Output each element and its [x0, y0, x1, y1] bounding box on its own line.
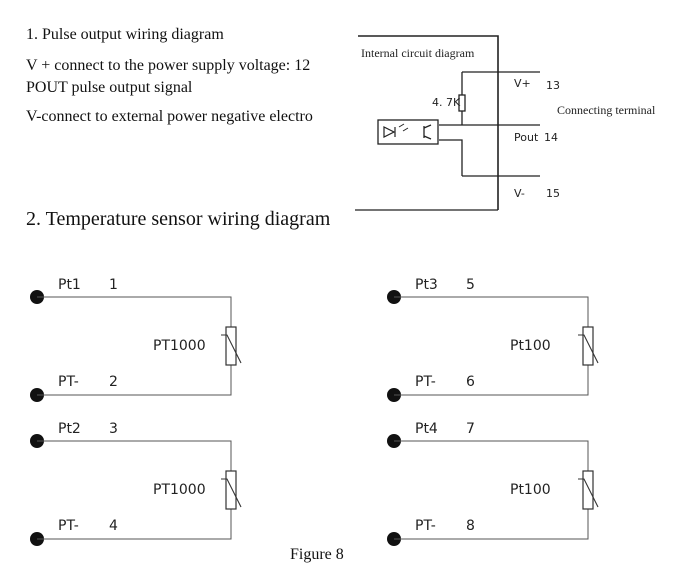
sensor-type-label: Pt100	[510, 482, 551, 498]
terminal-pout-number: 14	[544, 131, 558, 144]
sensor-top-number: 7	[466, 421, 475, 437]
terminal-pout-name: Pout	[514, 131, 539, 144]
thermistor	[582, 470, 594, 510]
pulse-output-heading: 1. Pulse output wiring diagram	[26, 26, 224, 43]
sensor-wire-top	[37, 440, 232, 471]
sensor-bottom-label: PT-	[415, 374, 436, 390]
sensor-type-label: Pt100	[510, 338, 551, 354]
optocoupler-box	[377, 119, 439, 145]
resistor	[458, 94, 466, 112]
led-symbol	[383, 126, 396, 138]
thermistor	[582, 326, 594, 366]
phototransistor-symbol	[423, 124, 432, 140]
terminal-vplus-number: 13	[546, 79, 560, 92]
sensor-type-label: PT1000	[153, 338, 206, 354]
sensor-top-label: Pt2	[58, 421, 81, 437]
vminus-description: V-connect to external power negative ele…	[26, 108, 313, 125]
thermistor	[225, 470, 237, 510]
sensor-wire-bottom	[37, 365, 232, 396]
sensor-wire-top	[394, 296, 589, 327]
resistor-value-label: 4. 7K	[432, 96, 461, 109]
thermistor-slash	[578, 478, 599, 508]
sensor-wire-top	[37, 296, 232, 327]
terminal-vminus-number: 15	[546, 187, 560, 200]
sensor-wire-top	[394, 440, 589, 471]
vplus-description: V + connect to the power supply voltage:…	[26, 57, 311, 74]
sensor-wire-bottom	[37, 509, 232, 540]
sensor-bottom-number: 8	[466, 518, 475, 534]
terminal-vplus-name: V+	[514, 77, 531, 90]
light-arrows	[398, 123, 409, 132]
internal-circuit-label: Internal circuit diagram	[361, 46, 475, 60]
temperature-sensor-heading: 2. Temperature sensor wiring diagram	[26, 208, 331, 230]
thermistor-slash	[578, 334, 599, 364]
sensor-wire-bottom	[394, 509, 589, 540]
sensor-bottom-label: PT-	[58, 374, 79, 390]
sensor-top-label: Pt4	[415, 421, 438, 437]
pout-description: POUT pulse output signal	[26, 79, 193, 96]
sensor-top-number: 1	[109, 277, 118, 293]
sensor-wire-bottom	[394, 365, 589, 396]
sensor-top-number: 3	[109, 421, 118, 437]
sensor-bottom-label: PT-	[58, 518, 79, 534]
sensor-top-label: Pt3	[415, 277, 438, 293]
sensor-bottom-number: 2	[109, 374, 118, 390]
thermistor-slash	[221, 478, 242, 508]
sensor-top-number: 5	[466, 277, 475, 293]
sensor-bottom-number: 4	[109, 518, 118, 534]
terminal-vminus-name: V-	[514, 187, 525, 200]
internal-circuit-top-line	[358, 35, 499, 210]
transistor-emitter-wire	[439, 139, 463, 176]
sensor-top-label: Pt1	[58, 277, 81, 293]
figure-caption: Figure 8	[290, 546, 344, 563]
sensor-bottom-number: 6	[466, 374, 475, 390]
sensor-type-label: PT1000	[153, 482, 206, 498]
connecting-terminal-label: Connecting terminal	[557, 103, 656, 117]
sensor-bottom-label: PT-	[415, 518, 436, 534]
thermistor-slash	[221, 334, 242, 364]
thermistor	[225, 326, 237, 366]
